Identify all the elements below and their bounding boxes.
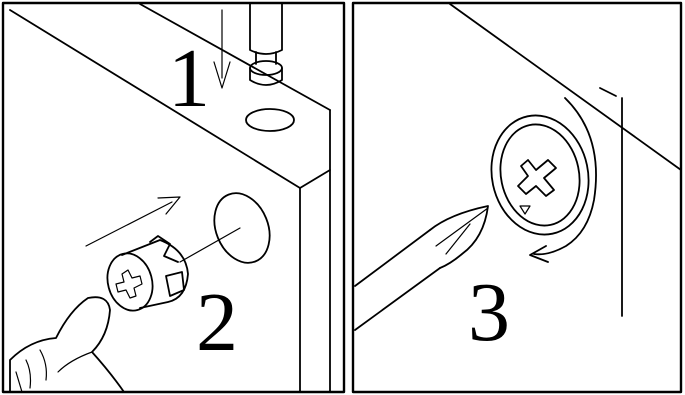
plus-icon-cam-lock bbox=[518, 160, 556, 196]
insert-arrow-icon bbox=[86, 197, 180, 246]
panel-right-frame bbox=[353, 3, 681, 392]
step-2-label: 2 bbox=[196, 276, 238, 369]
panel-left: 1 2 bbox=[3, 3, 344, 392]
board-diagonal-edge bbox=[450, 4, 681, 170]
top-hole bbox=[246, 109, 294, 131]
dowel-tool bbox=[250, 4, 282, 85]
hand-illustration bbox=[10, 297, 124, 392]
panel-right: 3 bbox=[353, 3, 681, 392]
indicator-triangle bbox=[520, 206, 530, 214]
board-shadow bbox=[600, 88, 616, 96]
plus-icon-cam bbox=[116, 270, 142, 298]
cam-connector bbox=[101, 236, 188, 316]
rotate-arrow-icon bbox=[530, 98, 596, 262]
board-top-edge bbox=[10, 10, 300, 188]
cam-lock bbox=[481, 106, 600, 243]
step-1-label: 1 bbox=[168, 32, 210, 125]
step-3-label: 3 bbox=[468, 266, 510, 359]
board-corner bbox=[300, 110, 330, 188]
down-arrow-icon bbox=[214, 10, 230, 88]
side-hole bbox=[204, 185, 279, 271]
